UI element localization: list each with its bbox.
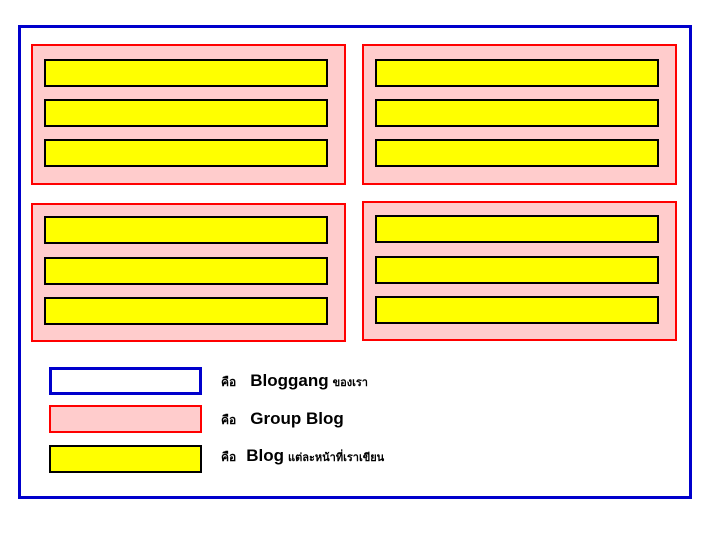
legend-swatch-bloggang — [49, 367, 202, 395]
legend-prefix: คือ — [221, 375, 237, 389]
blog-entry — [44, 257, 328, 285]
blog-entry — [375, 296, 659, 324]
blog-entry — [375, 215, 659, 243]
group-blog-1 — [31, 44, 346, 185]
legend-term: Group Blog — [250, 409, 344, 428]
blog-entry — [44, 297, 328, 325]
group-blog-3 — [31, 203, 346, 342]
blog-entry — [375, 139, 659, 167]
legend-term: Bloggang — [250, 371, 329, 390]
legend-prefix: คือ — [221, 450, 237, 464]
legend-term: Blog — [246, 446, 285, 465]
blog-entry — [375, 256, 659, 284]
legend-prefix: คือ — [221, 413, 237, 427]
blog-entry — [44, 216, 328, 244]
bloggang-container — [18, 25, 692, 499]
blog-entry — [375, 59, 659, 87]
blog-entry — [44, 59, 328, 87]
legend-swatch-group-blog — [49, 405, 202, 433]
blog-entry — [44, 139, 328, 167]
blog-entry — [44, 99, 328, 127]
legend-swatch-blog — [49, 445, 202, 473]
legend-suffix: ของเรา — [332, 377, 368, 389]
group-blog-2 — [362, 44, 677, 185]
legend-label-group-blog: คือ Group Blog — [221, 405, 344, 433]
blog-entry — [375, 99, 659, 127]
group-blog-4 — [362, 201, 677, 341]
legend-suffix: แต่ละหน้าที่เราเขียน — [288, 452, 385, 464]
